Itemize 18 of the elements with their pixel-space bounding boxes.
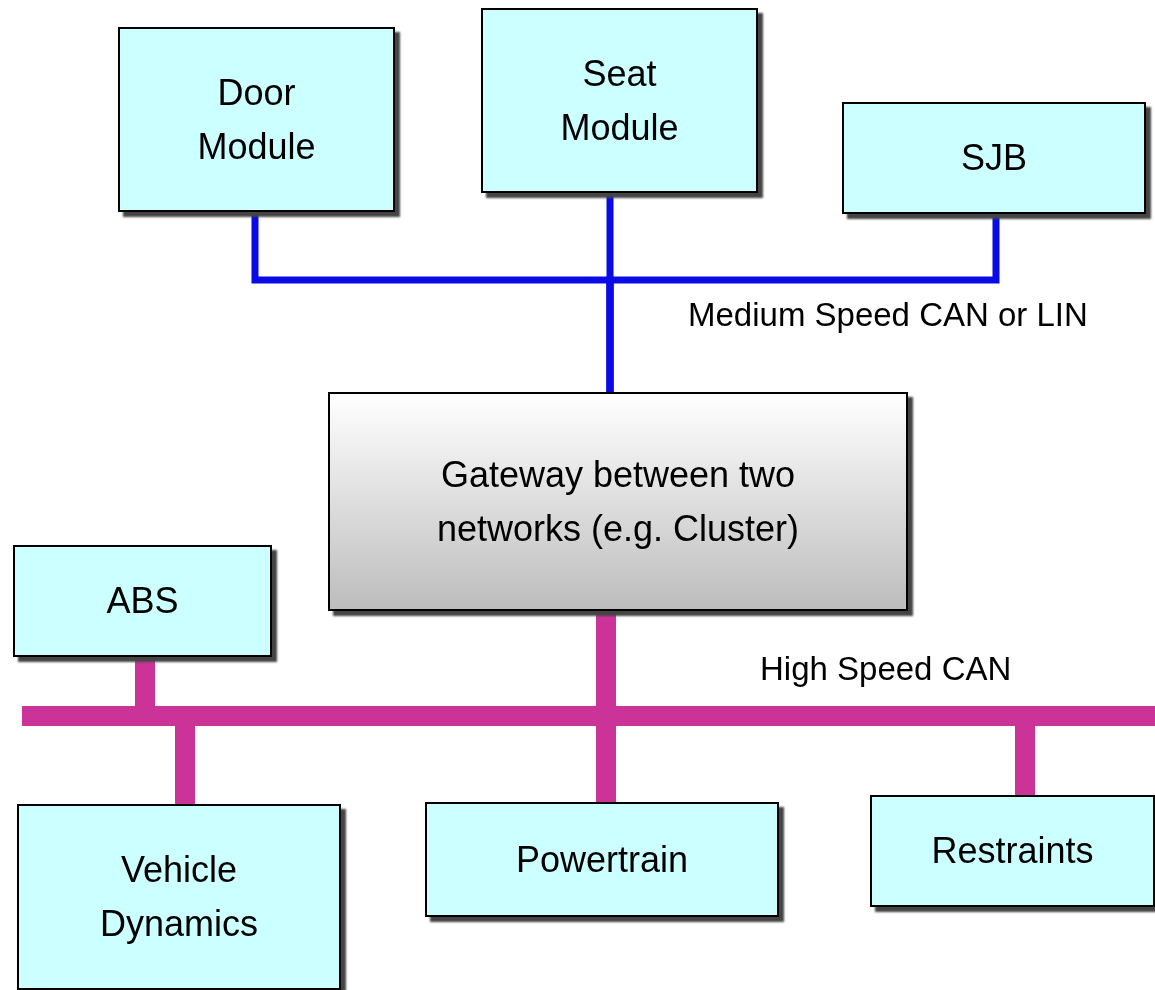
module-label: Vehicle Dynamics <box>99 848 259 946</box>
module-box <box>870 795 1155 907</box>
module-label: Powertrain <box>515 837 689 882</box>
module-label: SJB <box>961 136 1027 180</box>
module-box <box>481 8 758 193</box>
module-box <box>425 802 779 917</box>
module-label: Gateway between two networks (e.g. Cluster) <box>435 452 801 551</box>
module-label: Seat Module <box>559 51 680 150</box>
module-label: Door Module <box>196 70 317 169</box>
module-box <box>13 545 272 657</box>
module-label: ABS <box>106 579 179 623</box>
module-box <box>118 27 395 212</box>
network-label: High Speed CAN <box>760 650 1012 688</box>
network-label: Medium Speed CAN or LIN <box>688 296 1088 334</box>
gateway-box <box>328 392 908 611</box>
module-box <box>842 102 1146 214</box>
module-label: Restraints <box>931 829 1094 873</box>
module-box <box>17 804 341 990</box>
